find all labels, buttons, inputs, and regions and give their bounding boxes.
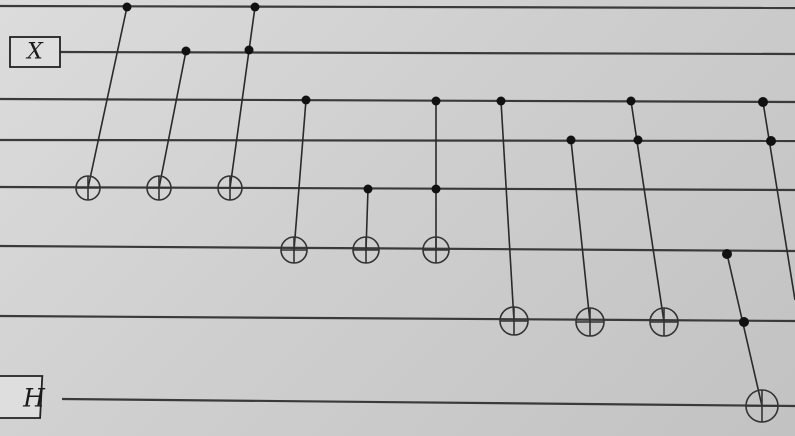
control-dot [244, 45, 254, 55]
control-dot [181, 46, 191, 56]
toffoli-gate [217, 2, 260, 201]
control-dot [250, 2, 260, 12]
cnot-gate [352, 184, 380, 264]
h-gate-label: H [22, 384, 46, 413]
h-gate: H [0, 375, 46, 419]
control-dot [122, 2, 132, 12]
control-dot [431, 184, 441, 194]
control-dot [758, 97, 768, 107]
qubit-wire-1 [59, 50, 795, 56]
qubit-wire-4 [0, 185, 795, 192]
control-dot [566, 135, 576, 145]
control-dot [301, 95, 311, 105]
qubit-wires [0, 4, 795, 408]
cnot-gate [280, 95, 311, 264]
qubit-wire-0 [0, 4, 795, 10]
control-dot [633, 135, 643, 145]
qubit-wire-6 [0, 314, 795, 323]
control-dot [739, 317, 749, 327]
qubit-wire-5 [0, 244, 795, 253]
toffoli-gate [626, 96, 679, 337]
control-dot [431, 96, 441, 106]
cnot-gate [146, 46, 191, 201]
x-gate-label: X [25, 40, 44, 65]
control-dot [626, 96, 636, 106]
control-dot [722, 249, 732, 259]
control-dot [496, 96, 506, 106]
cnot-gate [566, 135, 605, 337]
multi-control-gate [758, 97, 795, 301]
qubit-wire-7 [61, 397, 795, 408]
toffoli-gate [722, 249, 779, 423]
control-dot [766, 136, 776, 146]
qubit-wire-3 [0, 138, 795, 143]
cnot-gate [75, 2, 132, 201]
qubit-wire-2 [0, 97, 795, 104]
x-gate: X [9, 36, 61, 68]
cnot-gate [496, 96, 529, 336]
toffoli-gate [422, 96, 450, 264]
control-dot [363, 184, 373, 194]
